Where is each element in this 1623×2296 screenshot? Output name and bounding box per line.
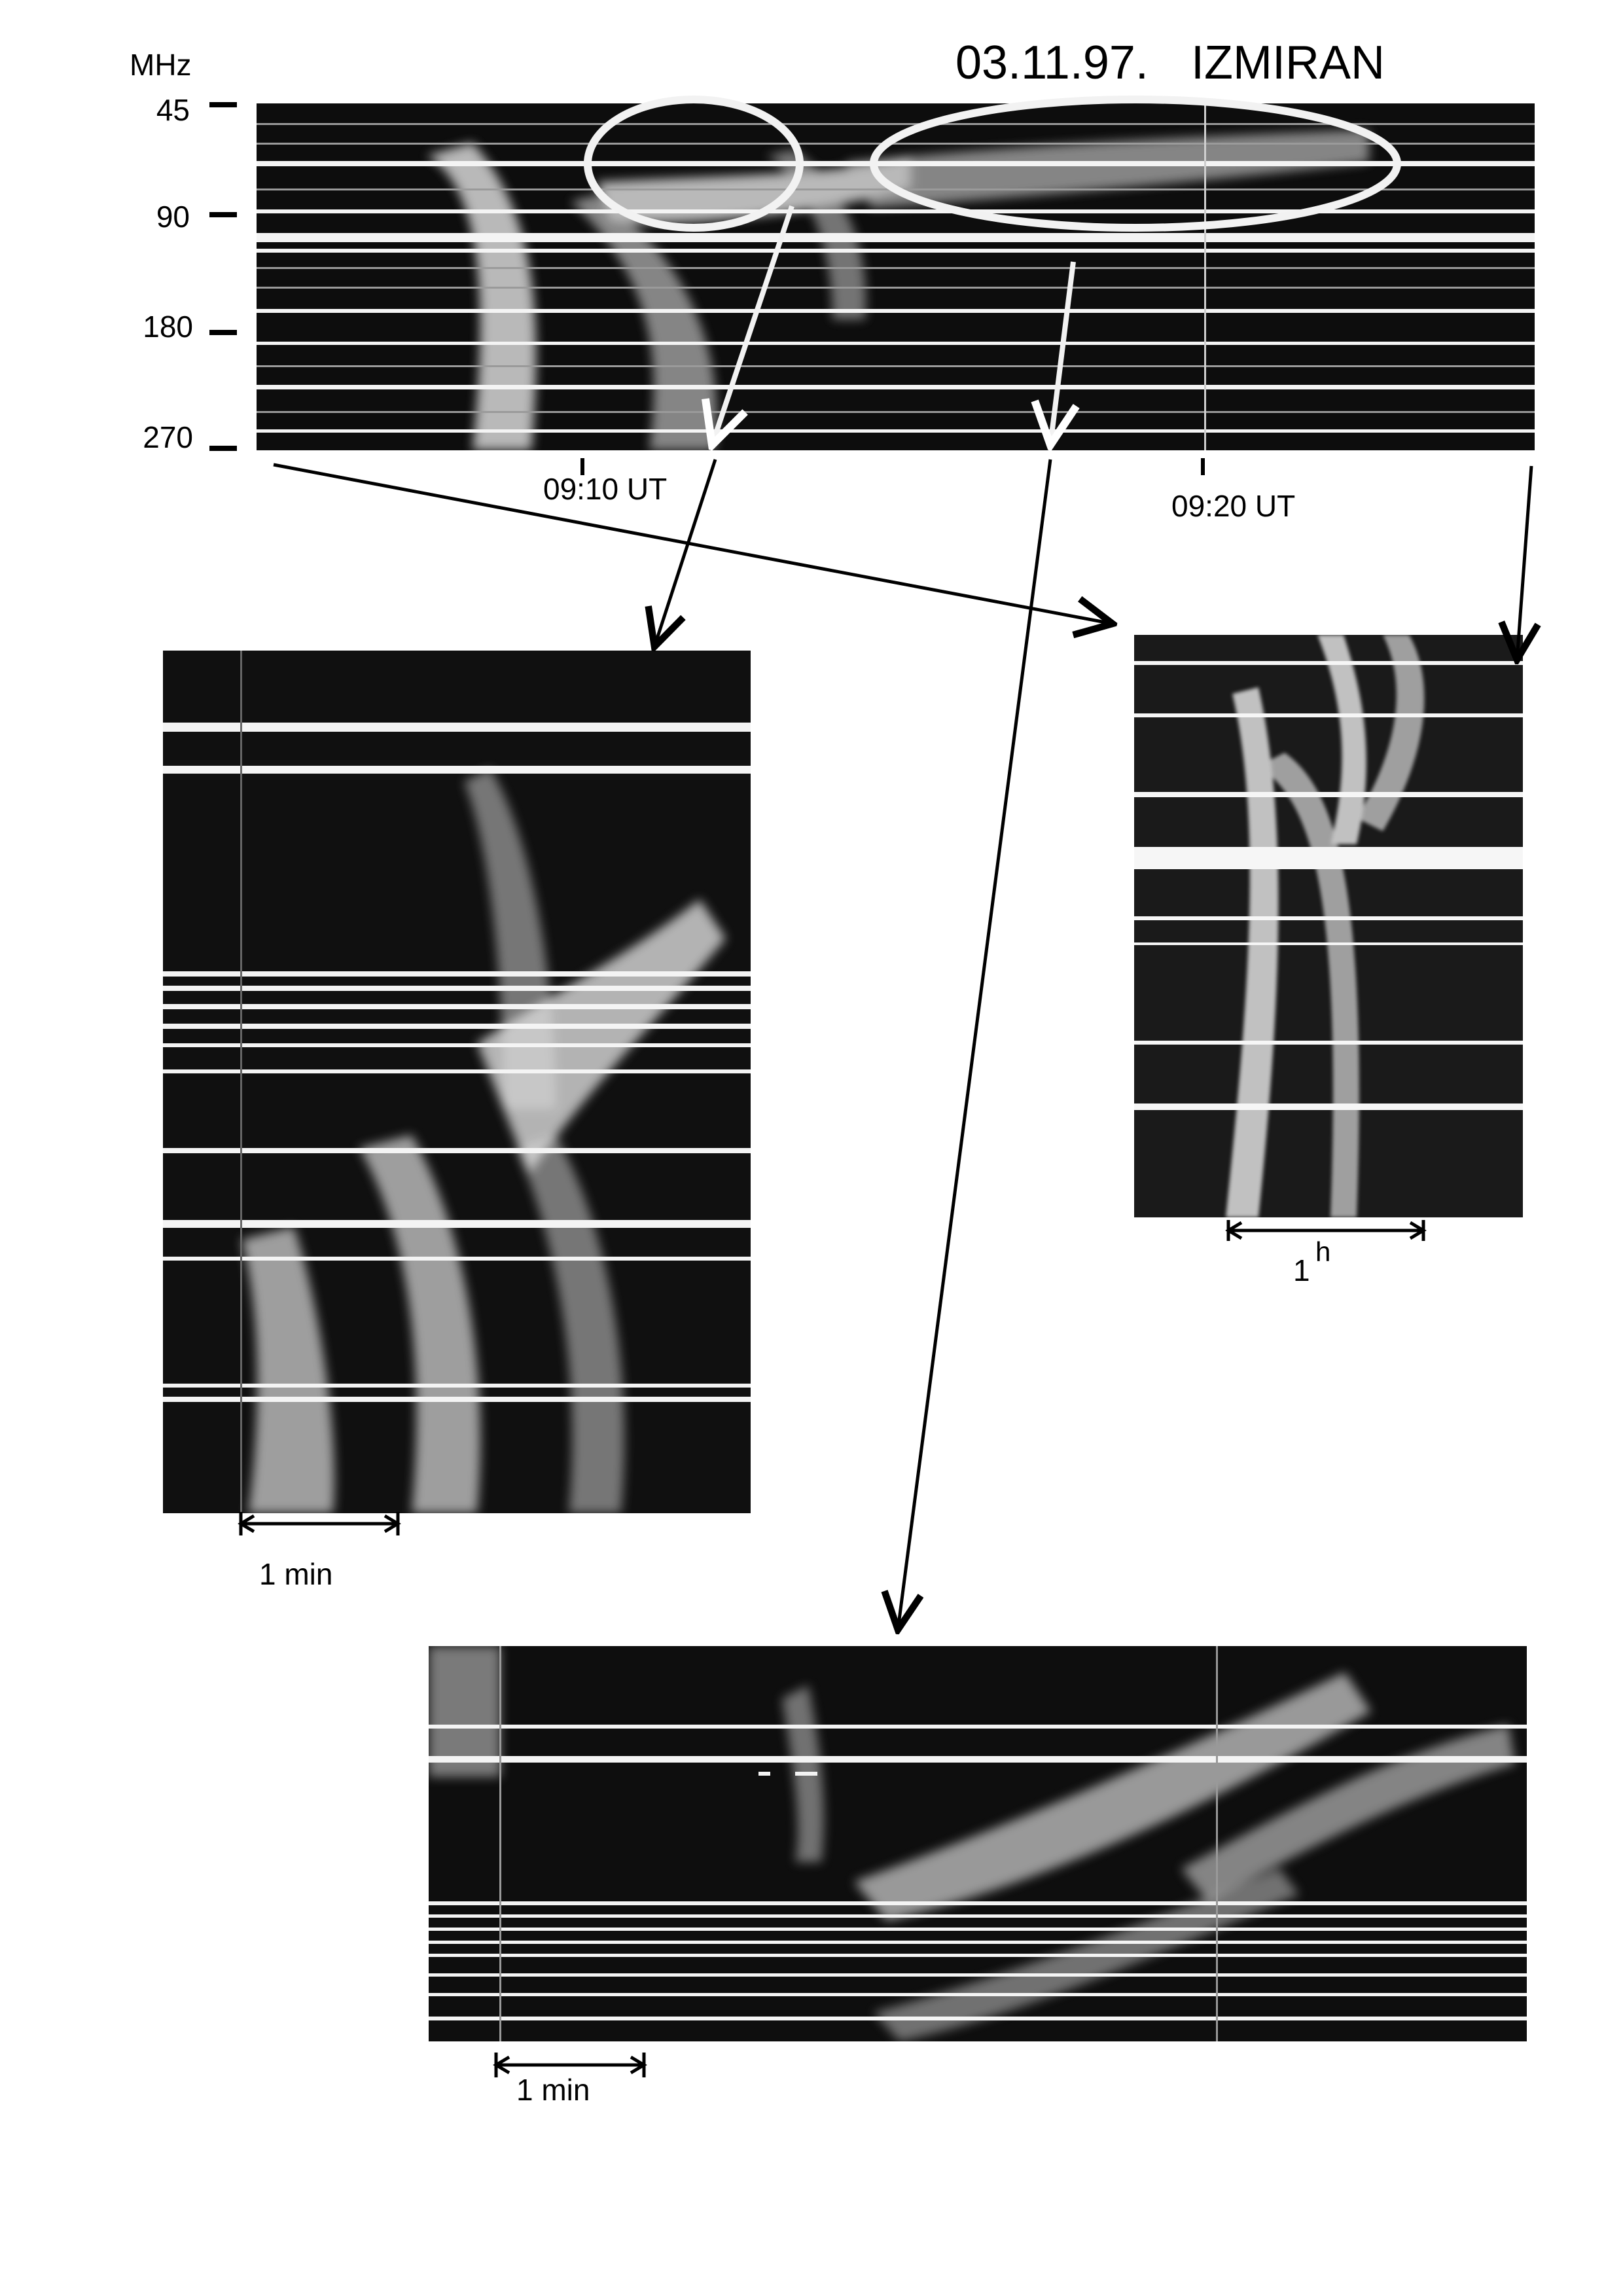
freq-tick-270: 270 <box>143 420 193 454</box>
overview-spectrogram <box>257 103 1535 450</box>
freq-tick-45: 45 <box>156 93 190 127</box>
zoom-right-scale-label: 1 <box>1293 1253 1310 1287</box>
frequency-unit: MHz <box>130 48 192 82</box>
frequency-ticks <box>209 102 237 451</box>
arrow-to-zoom-left <box>654 459 717 647</box>
arrow-to-zoom-right-long <box>273 463 1113 624</box>
zoom-left-scale-bar <box>238 1512 401 1535</box>
zoom-bottom-spectrogram <box>429 1646 1527 2041</box>
arrow-to-zoom-bottom <box>898 459 1052 1630</box>
white-arrow-left <box>712 205 794 445</box>
zoom-bottom-scale-label: 1 min <box>516 2073 590 2107</box>
zoom-left-spectrogram <box>163 651 751 1513</box>
zoom-left-scale-label: 1 min <box>259 1557 333 1591</box>
zoom-right-scale-sup: h <box>1315 1236 1331 1267</box>
right-ellipse-highlight <box>870 96 1401 232</box>
zoom-left-spectrogram-image <box>163 651 751 1513</box>
zoom-bottom-scale-bar <box>493 2053 647 2077</box>
time-tick-0910: 09:10 UT <box>543 472 668 506</box>
zoom-right-spectrogram <box>1134 635 1523 1217</box>
zoom-right-spectrogram-image <box>1134 635 1523 1217</box>
left-ellipse-highlight <box>584 96 804 232</box>
arrow-to-zoom-right <box>1517 465 1531 660</box>
white-arrow-right <box>1050 261 1073 445</box>
station-label: IZMIRAN <box>1191 37 1385 89</box>
time-tick-0920: 09:20 UT <box>1171 489 1296 523</box>
freq-tick-180: 180 <box>143 310 193 344</box>
zoom-bottom-spectrogram-image <box>429 1646 1527 2041</box>
overview-spectrogram-image <box>257 103 1535 450</box>
freq-tick-90: 90 <box>156 200 190 234</box>
zoom-right-scale-bar <box>1225 1220 1427 1241</box>
date-label: 03.11.97. <box>955 37 1149 89</box>
